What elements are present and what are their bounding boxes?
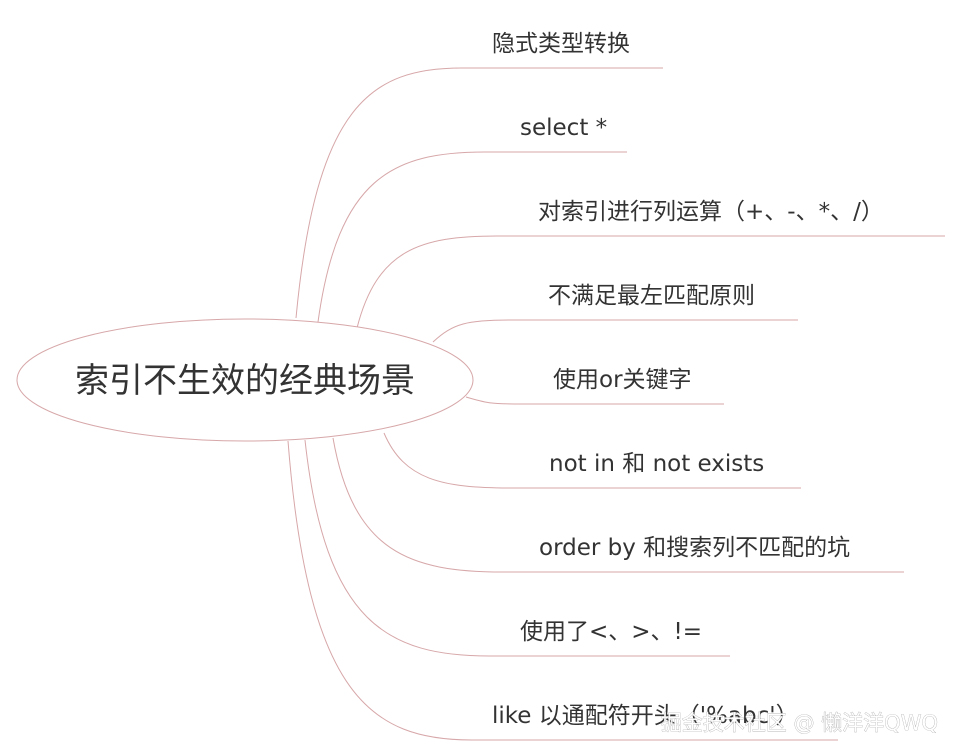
branch-lines [287,67,945,741]
branch-label: order by 和搜索列不匹配的坑 [539,535,850,561]
branch-connector [304,439,730,657]
watermark-text: 掘金技术社区 @ 懒洋洋QWQ [661,711,938,735]
branch-node[interactable]: 使用or关键字 [553,367,692,393]
root-ellipse [16,318,474,442]
root-node[interactable]: 索引不生效的经典场景 [16,318,474,442]
branch-node[interactable]: like 以通配符开头（'%abc'） [492,703,799,729]
branch-nodes: 隐式类型转换 select * 对索引进行列运算（+、-、*、/） 不满足最左匹配原则… [492,31,884,729]
branch-label: 不满足最左匹配原则 [548,283,755,309]
branch-connector [287,440,838,741]
branch-connector [383,432,801,489]
branch-node[interactable]: order by 和搜索列不匹配的坑 [539,535,850,561]
branch-label: like 以通配符开头（'%abc'） [492,703,799,729]
branch-node[interactable]: select * [520,115,607,141]
branch-label: not in 和 not exists [549,451,764,477]
branch-connector [295,67,663,319]
branch-connector [332,437,904,573]
root-label: 索引不生效的经典场景 [75,361,415,401]
branch-connector [432,319,798,343]
branch-label: 使用or关键字 [553,367,692,393]
branch-node[interactable]: 不满足最左匹配原则 [548,283,755,309]
branch-node[interactable]: 使用了<、>、!= [520,619,702,645]
branch-node[interactable]: 隐式类型转换 [492,31,630,57]
branch-label: 使用了<、>、!= [520,619,702,645]
branch-node[interactable]: 对索引进行列运算（+、-、*、/） [538,199,884,225]
branch-label: 对索引进行列运算（+、-、*、/） [538,199,884,225]
branch-label: 隐式类型转换 [492,31,630,57]
branch-connector [465,396,724,405]
branch-label: select * [520,115,607,141]
branch-node[interactable]: not in 和 not exists [549,451,764,477]
branch-connector [317,151,627,323]
branch-connector [356,235,945,329]
